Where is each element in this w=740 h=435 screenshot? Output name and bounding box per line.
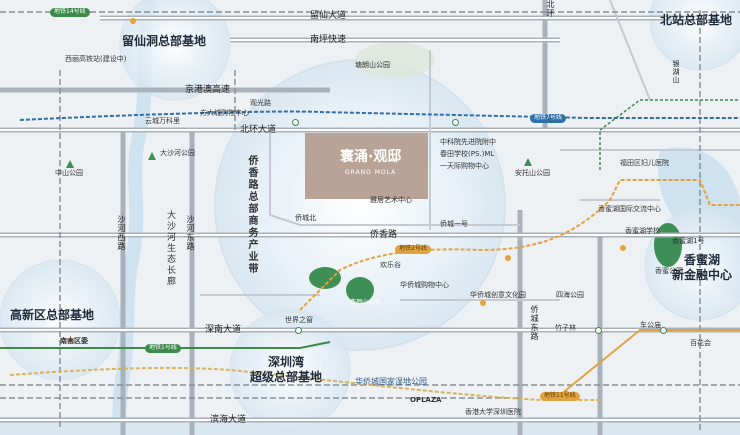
poi-yunchong: 云城万科里 (145, 117, 180, 125)
poi-chegongmiao: 车公庙 (640, 321, 661, 329)
poi-nanshan-gov: 南山区委 (60, 337, 88, 345)
hub-shenzhenwan-1: 深圳湾 (268, 355, 305, 369)
poi-marker (480, 300, 486, 306)
poi-fangda: 方大城购物中心 (200, 109, 249, 117)
poi-chunchuan: 春田学校(PS.)ML (440, 150, 495, 158)
metro-line1-badge: 地铁1号线 (145, 344, 181, 353)
road-jingang: 京港澳高速 (185, 85, 231, 95)
metro-station (295, 327, 302, 334)
park-xiangmi: 香蜜公园 (655, 267, 683, 275)
poi-happy: 欢乐谷 (380, 261, 401, 269)
poi-xiangmi-1: 香蜜湖1号 (672, 237, 705, 245)
hub-xiangmi-1: 香蜜湖 (684, 253, 721, 267)
road-beihuan: 北环大道 (240, 125, 277, 135)
metro-station (595, 327, 602, 334)
road-shennan: 深南大道 (205, 325, 242, 335)
poi-hkust: 香港大学深圳医院 (465, 408, 521, 416)
poi-yitian: 一天际购物中心 (440, 162, 489, 170)
hub-gaoxinqu: 高新区总部基地 (10, 308, 95, 322)
road-shahe-east: 沙河东路 (186, 215, 195, 251)
metro-line7-badge: 地铁7号线 (530, 114, 566, 123)
star-icon: ★ (66, 335, 75, 346)
poi-qiaocheng-yi: 侨城一号 (440, 220, 468, 228)
road-liuxian: 留仙大道 (310, 11, 347, 21)
road-nanping: 南坪快速 (310, 35, 347, 45)
poi-zhuzilin: 竹子林 (555, 324, 576, 332)
park-zhongshan: 中山公园 (55, 169, 83, 177)
belt-qiaoxiang: 侨香路总部商务产业带 (246, 155, 257, 275)
poi-marker (130, 18, 136, 24)
metro-station (292, 119, 299, 126)
road-binhai: 滨海大道 (210, 415, 247, 425)
poi-marker (505, 255, 511, 261)
poi-window: 世界之窗 (285, 316, 313, 324)
metro-line11-badge: 地铁11号线 (540, 392, 580, 401)
metro-line14-badge: 地铁14号线 (50, 8, 90, 17)
poi-xiangmi-school: 香蜜湖学校 (625, 227, 660, 235)
park-yanghe: 燕栖山公园 (350, 299, 381, 306)
poi-oct: 华侨城创意文化园 (470, 291, 526, 299)
metro-station (452, 119, 459, 126)
belt-dashahe: 大沙河生态长廊 (165, 210, 175, 287)
poi-oplaza: OPLAZA (410, 396, 442, 404)
poi-baihuahui: 百花会 (690, 339, 711, 347)
metro-station (660, 327, 667, 334)
poi-xiangmi-tv: 香蜜湖国际交流中心 (598, 205, 661, 213)
hub-shenzhenwan-2: 超级总部基地 (250, 370, 323, 384)
poi-qiaocheng-bei: 侨城北 (295, 214, 316, 222)
project-name-en: GRAND MOLA (345, 169, 397, 176)
road-qiaocheng-east: 侨城东路 (530, 305, 539, 341)
park-dashahe: 大沙河公园 (160, 149, 195, 157)
project-block (305, 133, 428, 199)
park-huaqiao: 华侨城国家湿地公园 (355, 377, 427, 386)
poi-futian: 福田区妇儿医院 (620, 159, 669, 167)
metro-line1 (0, 341, 331, 349)
poi-huaqiao-mall: 华侨城购物中心 (400, 281, 449, 289)
poi-xili: 西丽高铁站(建设中) (65, 55, 127, 63)
metro-line7 (19, 110, 740, 121)
metro-line2 (299, 179, 740, 311)
park-anto: 安托山公园 (515, 169, 550, 177)
poi-qiaoxiang-art: 雅居艺术中心 (370, 196, 412, 204)
road-shahe-west: 沙河西路 (117, 215, 126, 251)
park-sihai: 四海公园 (556, 291, 584, 299)
poi-zhongke: 中科院先进院附中 (440, 138, 496, 146)
park-tanglang: 塘朗山公园 (355, 61, 390, 69)
poi-marker (620, 245, 626, 251)
project-name: 寰涌·观邸 (340, 149, 402, 165)
hub-beizhan: 北站总部基地 (660, 13, 733, 27)
road-qiaoxiang: 侨香路 (370, 230, 398, 240)
hub-liuxiandong: 留仙洞总部基地 (122, 34, 207, 48)
poi-guanguang: 观光路 (250, 99, 271, 107)
metro-line2-badge: 地铁2号线 (395, 245, 431, 254)
road-beihuan-v: 北环 (546, 0, 555, 18)
road-yinhushan: 银湖山 (672, 60, 680, 84)
hub-xiangmi-2: 新金融中心 (672, 268, 733, 282)
